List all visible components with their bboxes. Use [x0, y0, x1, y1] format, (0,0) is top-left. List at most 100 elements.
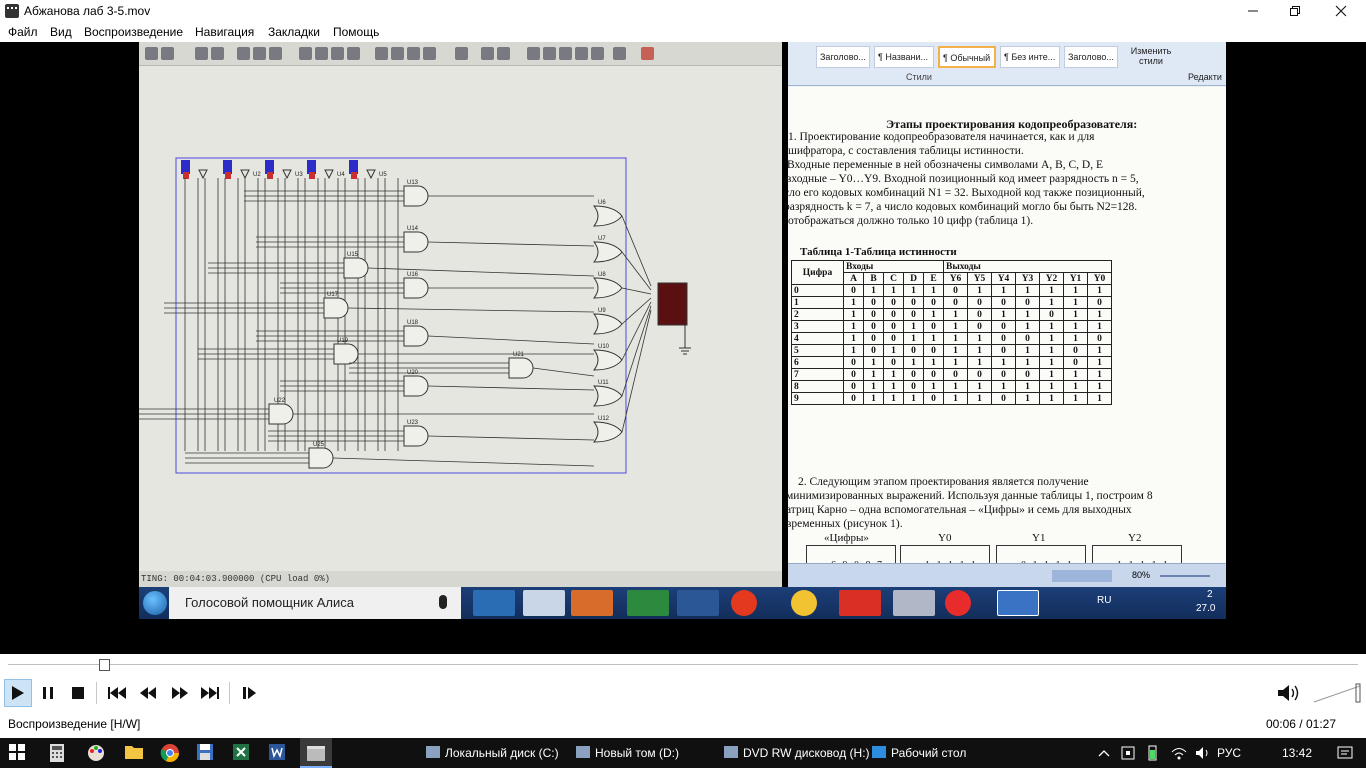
- table-cell: 0: [1015, 368, 1040, 381]
- minimize-button[interactable]: [1230, 0, 1276, 22]
- table-cell: 1: [923, 308, 944, 321]
- simulator-toolbar: [139, 42, 782, 66]
- gate-label: U20: [407, 370, 419, 376]
- input-probe-led: [267, 172, 273, 179]
- file-explorer-button[interactable]: [124, 743, 144, 763]
- table-cell: 1: [1087, 284, 1112, 297]
- table-cell: 1: [1039, 296, 1064, 309]
- media-player-button[interactable]: [300, 738, 332, 768]
- table-cell: 0: [903, 368, 924, 381]
- table-cell: 1: [1063, 392, 1088, 405]
- ground-icon: [679, 347, 691, 355]
- inverter: [240, 169, 250, 180]
- table-cell: 0: [943, 296, 968, 309]
- chevron-up-icon: [1098, 750, 1110, 757]
- gate-label: U4: [337, 172, 345, 178]
- table-cell: 1: [1015, 380, 1040, 393]
- volume-tray-icon[interactable]: [1194, 743, 1212, 763]
- paragraph-line: временных (рисунок 1).: [786, 518, 903, 530]
- task-new-volume-d[interactable]: Новый том (D:): [576, 746, 679, 760]
- show-hidden-icons-button[interactable]: [1098, 743, 1112, 763]
- word-ribbon: Заголово... ¶ Названи... ¶ Обычный ¶ Без…: [788, 42, 1226, 86]
- input-col-c: C: [883, 272, 904, 285]
- seek-bar[interactable]: [0, 654, 1366, 676]
- table-cell: 0: [943, 368, 968, 381]
- wifi-icon[interactable]: [1170, 743, 1188, 763]
- col-digit: Цифра: [791, 260, 844, 285]
- redo-icon: [211, 47, 224, 60]
- input-col-e: E: [923, 272, 944, 285]
- frame-step-button[interactable]: [236, 679, 264, 707]
- paragraph-line: сло его кодовых комбинаций N1 = 32. Выхо…: [784, 187, 1145, 199]
- save-app-button[interactable]: [196, 743, 216, 763]
- seek-thumb[interactable]: [99, 659, 111, 671]
- style-no-spacing[interactable]: ¶ Без инте...: [1000, 46, 1060, 68]
- wire: [367, 267, 595, 277]
- paint-button[interactable]: [86, 743, 106, 763]
- gate-label: U25: [313, 442, 325, 448]
- tray-shield-icon[interactable]: [1120, 743, 1136, 763]
- style-heading-1[interactable]: Заголово...: [816, 46, 870, 68]
- notifications-button[interactable]: [1336, 743, 1354, 763]
- start-button[interactable]: [8, 743, 28, 763]
- table-cell: 6: [791, 356, 844, 369]
- schematic-frame: [175, 157, 627, 474]
- table-cell: 1: [943, 308, 968, 321]
- menu-navigation[interactable]: Навигация: [195, 25, 255, 39]
- clock[interactable]: 13:42: [1282, 746, 1313, 760]
- previous-button[interactable]: [103, 679, 131, 707]
- chrome-button[interactable]: [160, 743, 180, 763]
- zoom-slider[interactable]: [1160, 575, 1210, 577]
- table-cell: 0: [943, 284, 968, 297]
- battery-icon[interactable]: [1146, 743, 1160, 763]
- and-gate: [403, 325, 429, 347]
- menu-view[interactable]: Вид: [50, 25, 72, 39]
- document-page[interactable]: Этапы проектирования кодопреобразователя…: [784, 87, 1226, 571]
- table-cell: 0: [1015, 332, 1040, 345]
- menu-playback[interactable]: Воспроизведение: [84, 25, 184, 39]
- style-title[interactable]: ¶ Названи...: [874, 46, 934, 68]
- menu-file[interactable]: Файл: [8, 25, 38, 39]
- title-bar: Абжанова лаб 3-5.mov: [0, 0, 1366, 22]
- table-cell: 1: [1063, 332, 1088, 345]
- mute-button[interactable]: [1274, 679, 1302, 707]
- speaker-icon: [1278, 685, 1299, 701]
- style-normal[interactable]: ¶ Обычный: [938, 46, 996, 68]
- excel-icon: [627, 590, 669, 616]
- play-button[interactable]: [4, 679, 32, 707]
- table-cell: 0: [903, 380, 924, 393]
- or-gate: [592, 241, 623, 263]
- task-local-disk-c[interactable]: Локальный диск (C:): [426, 746, 559, 760]
- word-button[interactable]: [268, 743, 288, 763]
- table-cell: 0: [967, 296, 992, 309]
- volume-slider[interactable]: [1312, 680, 1362, 706]
- menu-bookmarks[interactable]: Закладки: [268, 25, 320, 39]
- style-heading-2[interactable]: Заголово...: [1064, 46, 1118, 68]
- forward-button[interactable]: [166, 679, 194, 707]
- block-copy-icon: [299, 47, 312, 60]
- view-buttons[interactable]: [1052, 570, 1112, 582]
- menu-help[interactable]: Помощь: [333, 25, 380, 39]
- gate-label: U19: [337, 338, 349, 344]
- table-cell: 1: [923, 356, 944, 369]
- pause-button[interactable]: [34, 679, 62, 707]
- input-language[interactable]: РУС: [1217, 746, 1242, 760]
- paragraph-line: разрядность k = 7, а число кодовых комби…: [784, 201, 1138, 213]
- restore-button[interactable]: [1272, 0, 1318, 22]
- task-dvd-drive-h[interactable]: DVD RW дисковод (H:): [724, 746, 870, 760]
- calculator-button[interactable]: [48, 743, 68, 763]
- rewind-button[interactable]: [134, 679, 162, 707]
- task-desktop[interactable]: Рабочий стол: [872, 746, 966, 760]
- stop-button[interactable]: [64, 679, 92, 707]
- close-button[interactable]: [1318, 0, 1364, 22]
- change-styles-button[interactable]: Изменить стили: [1130, 46, 1172, 66]
- next-button[interactable]: [196, 679, 224, 707]
- excel-button[interactable]: [232, 743, 252, 763]
- seek-track[interactable]: [8, 664, 1358, 665]
